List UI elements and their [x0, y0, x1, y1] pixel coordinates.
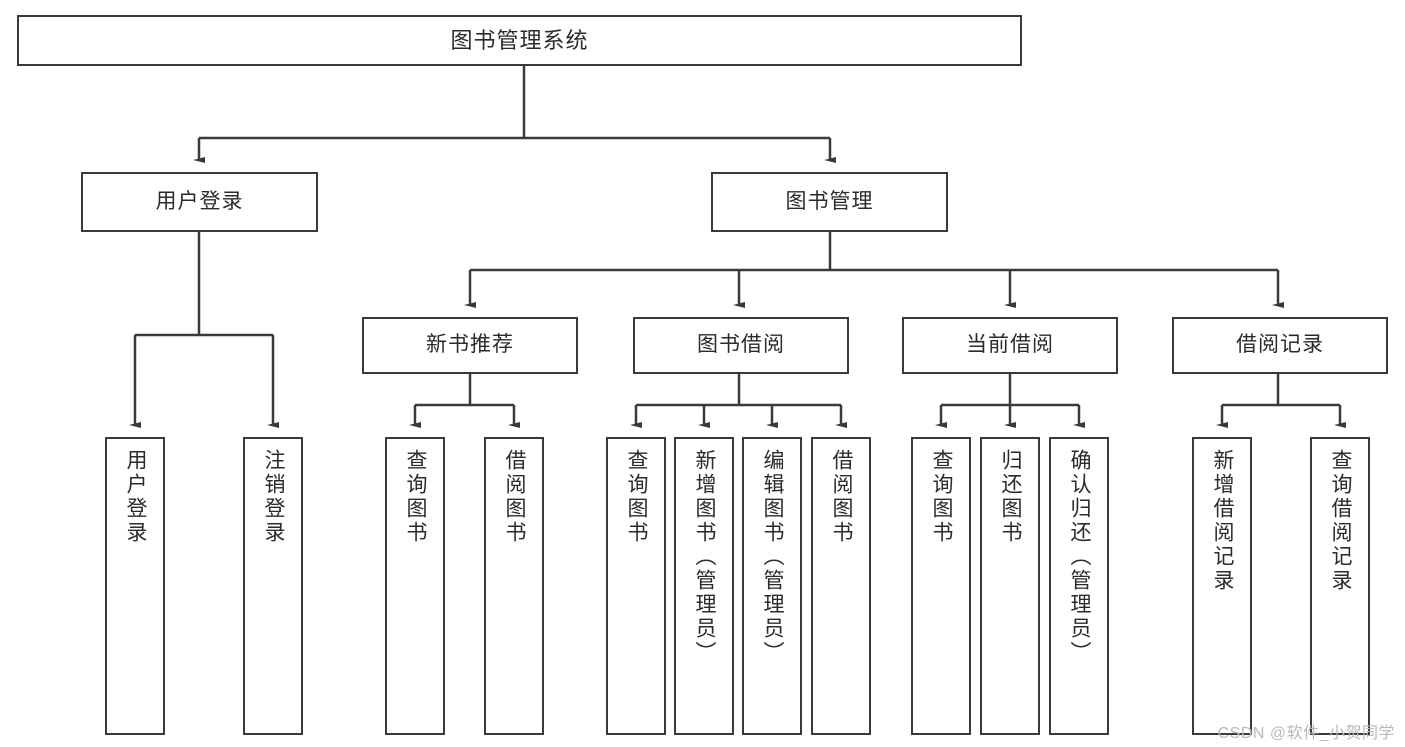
node-label: 编辑图书（管理员） — [761, 449, 785, 665]
leaf-query-borrow-record[interactable]: 查询借阅记录 — [1310, 437, 1370, 735]
leaf-borrow-book[interactable]: 借阅图书 — [811, 437, 871, 735]
leaf-query-book-borrow[interactable]: 查询图书 — [606, 437, 666, 735]
leaf-borrow-book-recommend[interactable]: 借阅图书 — [484, 437, 544, 735]
node-label: 借阅图书 — [830, 449, 854, 545]
node-borrow-record[interactable]: 借阅记录 — [1172, 317, 1388, 374]
node-label: 用户登录 — [155, 189, 244, 213]
node-label: 确认归还（管理员） — [1068, 449, 1092, 665]
node-label: 图书管理系统 — [450, 27, 589, 53]
node-new-book-recommend[interactable]: 新书推荐 — [362, 317, 578, 374]
leaf-query-book-current[interactable]: 查询图书 — [911, 437, 971, 735]
node-label: 查询图书 — [930, 449, 954, 545]
leaf-return-book[interactable]: 归还图书 — [980, 437, 1040, 735]
node-current-borrow[interactable]: 当前借阅 — [902, 317, 1118, 374]
node-label: 新增图书（管理员） — [693, 449, 717, 665]
leaf-user-login[interactable]: 用户登录 — [105, 437, 165, 735]
node-root-book-management-system[interactable]: 图书管理系统 — [17, 15, 1022, 66]
node-label: 当前借阅 — [966, 333, 1054, 357]
node-label: 新书推荐 — [426, 333, 514, 357]
leaf-add-book-admin[interactable]: 新增图书（管理员） — [674, 437, 734, 735]
leaf-add-borrow-record[interactable]: 新增借阅记录 — [1192, 437, 1252, 735]
node-label: 归还图书 — [999, 449, 1023, 545]
node-label: 查询图书 — [404, 449, 428, 545]
node-label: 查询图书 — [625, 449, 649, 545]
leaf-query-book-recommend[interactable]: 查询图书 — [385, 437, 445, 735]
node-label: 图书借阅 — [697, 333, 785, 357]
node-label: 借阅图书 — [503, 449, 527, 545]
leaf-edit-book-admin[interactable]: 编辑图书（管理员） — [742, 437, 802, 735]
leaf-logout-login[interactable]: 注销登录 — [243, 437, 303, 735]
node-label: 新增借阅记录 — [1211, 449, 1235, 593]
node-label: 用户登录 — [124, 449, 148, 545]
node-label: 图书管理 — [785, 189, 874, 213]
leaf-confirm-return-admin[interactable]: 确认归还（管理员） — [1049, 437, 1109, 735]
node-book-management[interactable]: 图书管理 — [711, 172, 948, 232]
node-label: 借阅记录 — [1236, 333, 1324, 357]
node-book-borrow[interactable]: 图书借阅 — [633, 317, 849, 374]
node-user-login[interactable]: 用户登录 — [81, 172, 318, 232]
watermark-text: CSDN @软件_小贺同学 — [1217, 725, 1395, 742]
node-label: 注销登录 — [262, 449, 286, 545]
node-label: 查询借阅记录 — [1329, 449, 1353, 593]
